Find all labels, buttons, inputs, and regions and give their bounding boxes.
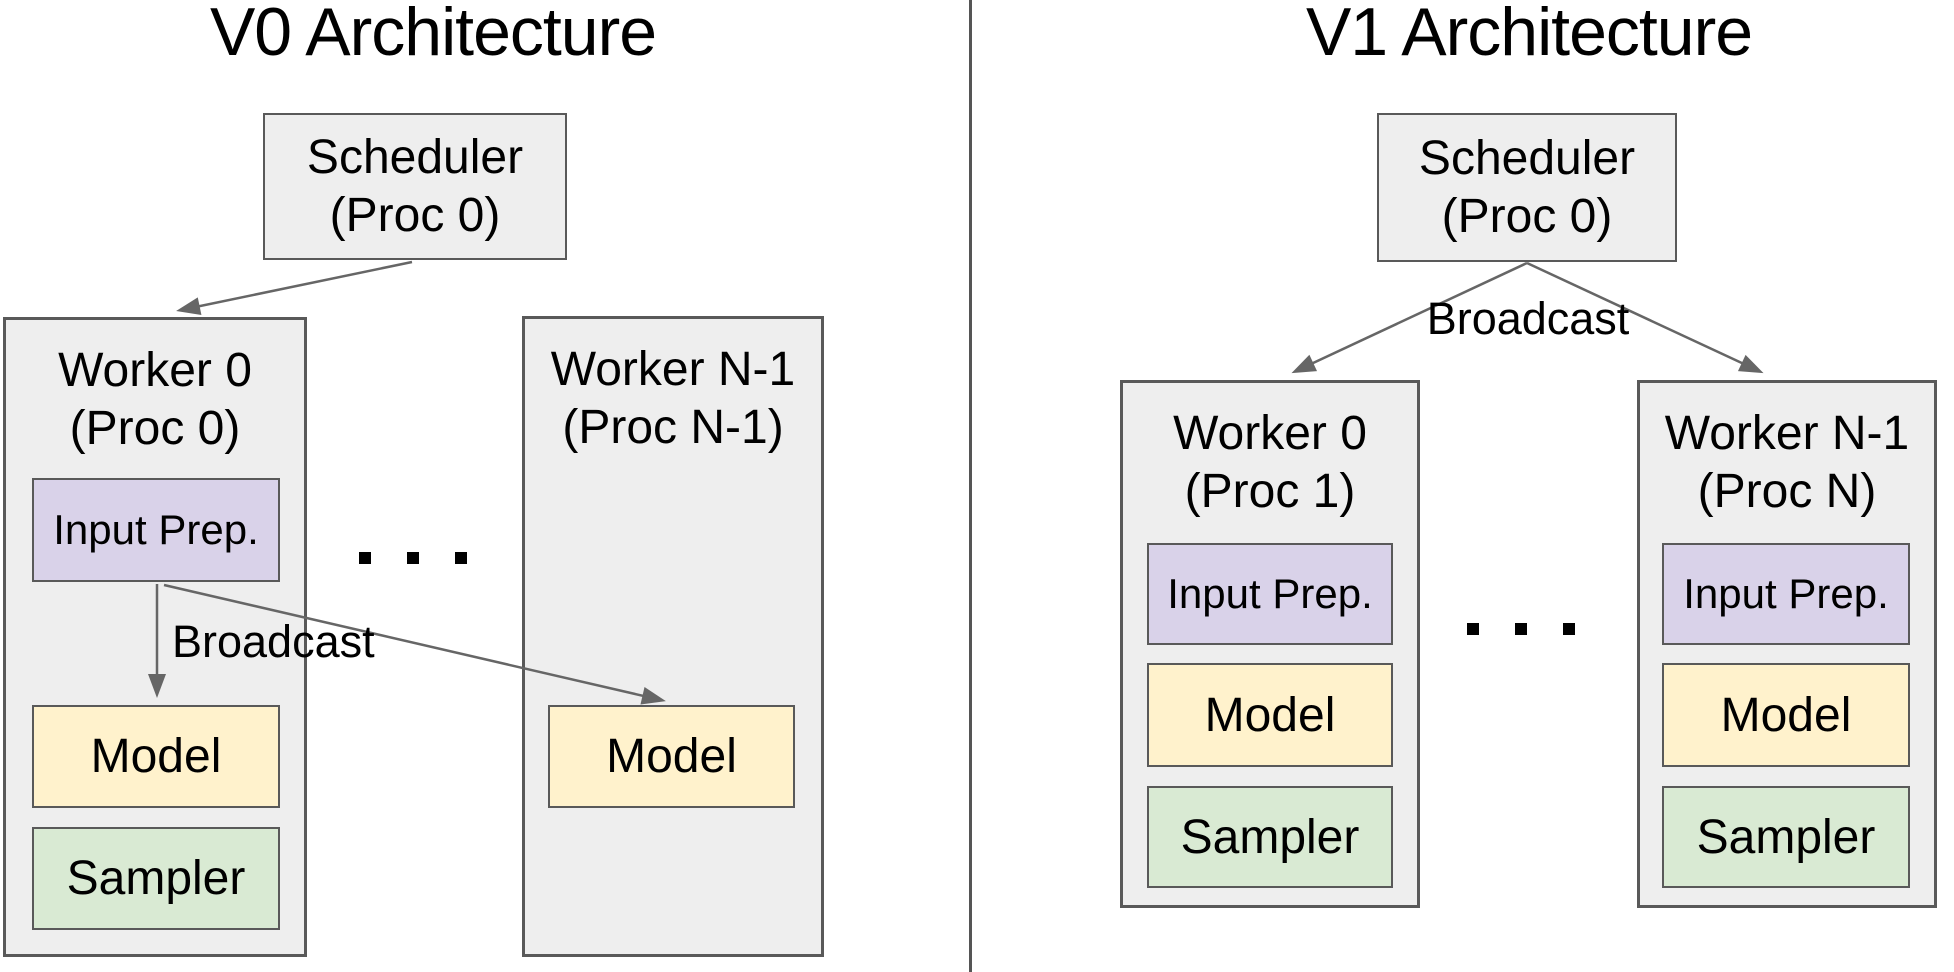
ellipsis-dot xyxy=(407,552,419,564)
v1-workerN-input-prep-box: Input Prep. xyxy=(1662,543,1910,645)
v0-workerN-box: Worker N-1 (Proc N-1) xyxy=(522,316,824,957)
v0-worker0-sampler-box: Sampler xyxy=(32,827,280,930)
v1-workerN-sampler-box: Sampler xyxy=(1662,786,1910,888)
v0-scheduler-label-line2: (Proc 0) xyxy=(329,188,501,242)
v0-worker0-input-prep-box: Input Prep. xyxy=(32,478,280,582)
ellipsis-dot xyxy=(1563,623,1575,635)
v0-scheduler-label-line1: Scheduler xyxy=(306,130,524,184)
v1-scheduler-label-line2: (Proc 0) xyxy=(1441,189,1613,243)
v1-broadcast-label: Broadcast xyxy=(1426,293,1630,344)
v0-workerN-label: Worker N-1 (Proc N-1) xyxy=(525,341,821,457)
v1-title: V1 Architecture xyxy=(1305,0,1753,70)
v1-worker0-model-box: Model xyxy=(1147,663,1393,767)
v0-workerN-label-line1: Worker N-1 xyxy=(550,343,796,396)
v1-workerN-model-box: Model xyxy=(1662,663,1910,767)
v0-title: V0 Architecture xyxy=(209,0,657,70)
ellipsis-dot xyxy=(455,552,467,564)
panel-divider-line xyxy=(969,0,972,972)
ellipsis-dot xyxy=(359,552,371,564)
v1-worker0-input-prep-box: Input Prep. xyxy=(1147,543,1393,645)
v1-workerN-label-line2: (Proc N) xyxy=(1697,465,1877,518)
v0-scheduler-box: Scheduler (Proc 0) xyxy=(263,113,567,260)
v1-worker0-label-line2: (Proc 1) xyxy=(1184,465,1356,518)
v1-ellipsis-icon xyxy=(1467,623,1575,635)
v1-worker0-label: Worker 0 (Proc 1) xyxy=(1123,405,1417,521)
ellipsis-dot xyxy=(1515,623,1527,635)
ellipsis-dot xyxy=(1467,623,1479,635)
v1-scheduler-box: Scheduler (Proc 0) xyxy=(1377,113,1677,262)
v0-workerN-model-box: Model xyxy=(548,705,795,808)
v0-arrow-scheduler-to-worker0 xyxy=(176,260,413,315)
v0-ellipsis-icon xyxy=(359,552,467,564)
v0-worker0-label-line2: (Proc 0) xyxy=(69,402,241,455)
v1-worker0-sampler-box: Sampler xyxy=(1147,786,1393,888)
v0-workerN-label-line2: (Proc N-1) xyxy=(562,401,784,454)
v1-scheduler-label-line1: Scheduler xyxy=(1418,131,1636,185)
v0-worker0-label-line1: Worker 0 xyxy=(58,344,252,397)
v0-worker0-label: Worker 0 (Proc 0) xyxy=(6,342,304,458)
v1-worker0-label-line1: Worker 0 xyxy=(1173,407,1367,460)
v0-worker0-model-box: Model xyxy=(32,705,280,808)
v1-workerN-label-line1: Worker N-1 xyxy=(1664,407,1910,460)
v1-workerN-label: Worker N-1 (Proc N) xyxy=(1640,405,1934,521)
v0-broadcast-label: Broadcast xyxy=(172,616,375,667)
